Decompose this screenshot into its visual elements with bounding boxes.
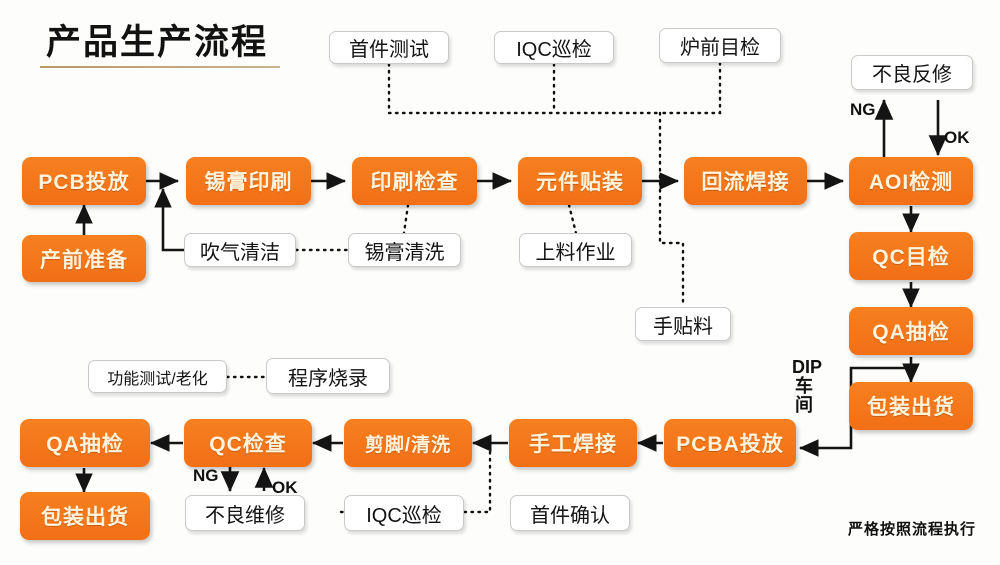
aux-box-label: 首件测试 bbox=[349, 39, 429, 61]
aux-box-iqc-patrol-bottom[interactable]: IQC巡检 bbox=[344, 495, 464, 531]
aux-box-label: IQC巡检 bbox=[516, 39, 592, 61]
aux-box-label: 首件确认 bbox=[530, 504, 610, 527]
process-box-label: AOI检测 bbox=[868, 171, 954, 194]
branch-label-dip-workshop: DIP车间 bbox=[792, 357, 823, 415]
branch-label-ng-qc: NG bbox=[193, 466, 219, 485]
aux-box-rework-defect[interactable]: 不良反修 bbox=[851, 55, 973, 90]
aux-box-first-article-test[interactable]: 首件测试 bbox=[329, 31, 449, 64]
process-box-component-mount[interactable]: 元件贴装 bbox=[518, 157, 642, 205]
process-box-aoi-inspect[interactable]: AOI检测 bbox=[849, 157, 973, 205]
footnote-text: 严格按照流程执行 bbox=[847, 521, 976, 538]
process-box-label: 产前准备 bbox=[40, 248, 128, 272]
aux-box-label: 上料作业 bbox=[535, 241, 616, 264]
process-box-qa-sampling-2[interactable]: QA抽检 bbox=[20, 419, 150, 467]
process-box-label: 包装出货 bbox=[41, 506, 129, 529]
aux-box-manual-placement[interactable]: 手贴料 bbox=[635, 307, 731, 341]
process-box-packing-ship-2[interactable]: 包装出货 bbox=[20, 492, 150, 540]
process-box-label: QA抽检 bbox=[46, 433, 124, 456]
aux-box-label: 锡膏清洗 bbox=[364, 241, 445, 264]
title-underline-rule bbox=[40, 66, 280, 68]
process-box-label: QA抽检 bbox=[872, 321, 950, 344]
aux-box-label: 炉前目检 bbox=[680, 37, 760, 59]
aux-box-feeding-operation[interactable]: 上料作业 bbox=[519, 233, 632, 267]
aux-box-first-article-confirm[interactable]: 首件确认 bbox=[510, 495, 630, 531]
aux-box-function-burnin[interactable]: 功能测试/老化 bbox=[88, 360, 227, 393]
process-box-label: 包装出货 bbox=[867, 396, 955, 419]
aux-box-label: 手贴料 bbox=[653, 315, 713, 338]
process-box-label: PCBA投放 bbox=[676, 433, 784, 456]
process-box-reflow-solder[interactable]: 回流焊接 bbox=[684, 157, 807, 205]
process-box-label: PCB投放 bbox=[38, 171, 130, 194]
process-box-qc-visual[interactable]: QC目检 bbox=[849, 232, 973, 280]
branch-label-ng-aoi: NG bbox=[850, 100, 876, 119]
process-box-qa-sampling[interactable]: QA抽检 bbox=[849, 307, 973, 355]
aux-box-label: 吹气清洁 bbox=[200, 241, 280, 264]
process-box-pcba-input[interactable]: PCBA投放 bbox=[664, 419, 796, 467]
process-box-packing-ship[interactable]: 包装出货 bbox=[849, 382, 973, 430]
aux-box-pre-furnace-visual[interactable]: 炉前目检 bbox=[659, 28, 781, 63]
aux-box-air-blow-clean[interactable]: 吹气清洁 bbox=[184, 233, 296, 267]
process-box-pcb-input[interactable]: PCB投放 bbox=[22, 157, 146, 205]
process-box-manual-solder[interactable]: 手工焊接 bbox=[509, 419, 637, 467]
aux-box-label: 不良维修 bbox=[205, 504, 285, 527]
process-box-print-inspect[interactable]: 印刷检查 bbox=[352, 157, 477, 205]
process-box-label: 锡膏印刷 bbox=[204, 171, 293, 194]
aux-box-label: 程序烧录 bbox=[288, 367, 368, 390]
process-box-label: 剪脚/清洗 bbox=[364, 434, 452, 456]
aux-box-program-burn[interactable]: 程序烧录 bbox=[266, 358, 390, 394]
process-box-pre-production[interactable]: 产前准备 bbox=[22, 235, 146, 282]
process-box-label: 手工焊接 bbox=[529, 433, 617, 456]
aux-box-iqc-patrol-top[interactable]: IQC巡检 bbox=[494, 31, 614, 64]
process-box-label: 回流焊接 bbox=[701, 171, 790, 194]
branch-label-ok-qc: OK bbox=[272, 478, 298, 497]
process-box-label: 印刷检查 bbox=[370, 171, 459, 194]
aux-box-solder-paste-clean[interactable]: 锡膏清洗 bbox=[348, 233, 461, 267]
aux-box-label: 不良反修 bbox=[872, 64, 952, 86]
process-box-label: QC检查 bbox=[209, 433, 287, 456]
branch-label-ok-aoi: OK bbox=[944, 128, 970, 147]
page-title: 产品生产流程 bbox=[46, 23, 269, 63]
process-box-label: QC目检 bbox=[872, 246, 950, 269]
process-box-solder-print[interactable]: 锡膏印刷 bbox=[186, 157, 311, 205]
aux-box-label: 功能测试/老化 bbox=[107, 370, 208, 388]
aux-box-defect-repair[interactable]: 不良维修 bbox=[185, 495, 305, 531]
process-box-cut-clean[interactable]: 剪脚/清洗 bbox=[344, 419, 472, 467]
process-box-label: 元件贴装 bbox=[536, 171, 624, 194]
aux-box-label: IQC巡检 bbox=[366, 504, 442, 527]
process-box-qc-check[interactable]: QC检查 bbox=[184, 419, 312, 467]
